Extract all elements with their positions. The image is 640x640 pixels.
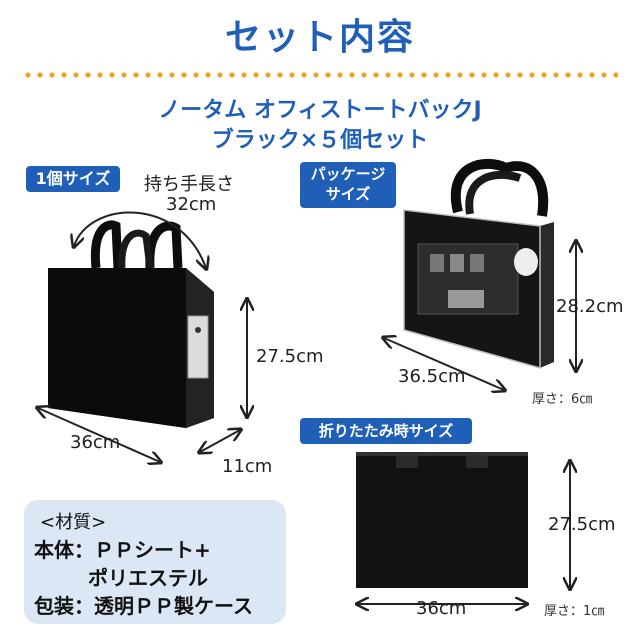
page-title: セット内容 [224, 17, 415, 58]
single-width-arrow [38, 408, 160, 462]
single-size-badge: 1個サイズ [26, 166, 120, 192]
material-heading: <材質> [40, 512, 107, 533]
single-depth-arrow [200, 430, 240, 452]
single-depth-label: 11cm [222, 456, 273, 477]
folded-width-label: 36cm [416, 598, 467, 619]
material-body-line1: 本体：ＰＰシート+ [34, 538, 211, 562]
handle-arrow [74, 211, 206, 268]
folded-thickness-label: 厚さ：1㎝ [544, 604, 605, 619]
package-badge-line1: パッケージ [310, 165, 386, 183]
package-badge-line2: サイズ [325, 185, 371, 203]
package-thickness-label: 厚さ：6㎝ [532, 392, 593, 407]
product-name-line1: ノータム オフィストートバックJ [158, 98, 482, 123]
dotted-divider [22, 72, 618, 78]
folded-size-badge: 折りたたみ時サイズ [300, 418, 472, 444]
handle-length-label: 持ち手長さ [144, 174, 234, 195]
package-width-arrow [384, 338, 504, 390]
tote-bag-image [48, 220, 214, 428]
package-width-label: 36.5cm [398, 366, 466, 387]
package-height-label: 28.2cm [556, 296, 624, 317]
single-height-label: 27.5cm [256, 346, 324, 367]
package-size-badge: パッケージ サイズ [300, 162, 396, 208]
single-width-label: 36cm [70, 432, 121, 453]
package-image [403, 158, 554, 369]
material-body-line2: ポリエステル [88, 566, 208, 590]
material-box: <材質> 本体：ＰＰシート+ ポリエステル 包装：透明ＰＰ製ケース [24, 500, 286, 624]
material-package-line: 包装：透明ＰＰ製ケース [34, 594, 253, 618]
folded-bag-image [356, 452, 528, 588]
product-name-line2: ブラック×５個セット [211, 128, 429, 153]
handle-length-value: 32cm [166, 194, 217, 215]
folded-height-label: 27.5cm [548, 514, 616, 535]
